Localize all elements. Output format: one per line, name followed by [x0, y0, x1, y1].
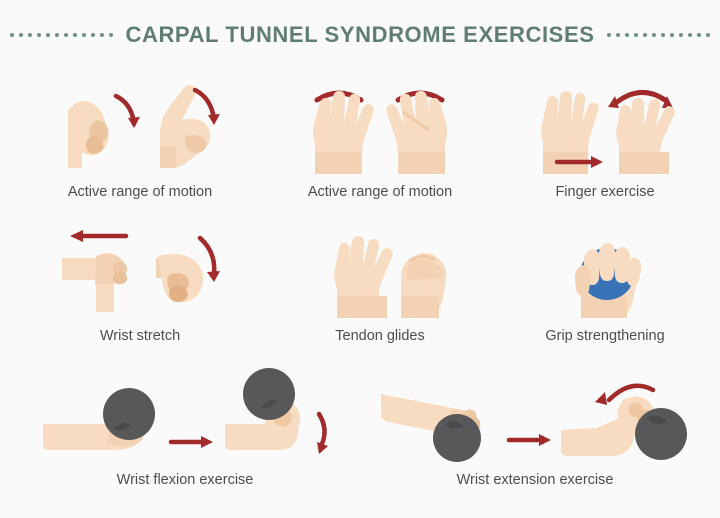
illustration-two-open-hands: [265, 78, 495, 178]
title-dot: [705, 33, 710, 37]
exercise-label: Active range of motion: [67, 184, 213, 200]
red-arc-right-hand: [608, 90, 673, 108]
curved-red-arrow-down: [197, 235, 220, 282]
right-open-hand-shape: [386, 91, 447, 174]
exercise-card-active-range-of-motion-1: Active range of motion: [20, 78, 260, 200]
illustration-wrist-bend: [20, 222, 260, 322]
title-dot: [46, 33, 51, 37]
exercise-label: Finger exercise: [555, 184, 655, 200]
title-dot: [100, 33, 105, 37]
title-dot: [91, 33, 96, 37]
poster-header: CARPAL TUNNEL SYNDROME EXERCISES: [0, 20, 720, 50]
title-dot: [64, 33, 69, 37]
exercise-label: Active range of motion: [307, 184, 453, 200]
curved-red-arrow-right-hand: [192, 87, 220, 125]
page-title: CARPAL TUNNEL SYNDROME EXERCISES: [125, 22, 595, 47]
illustration-open-hand-and-fist: [265, 222, 495, 322]
fist-shape: [401, 252, 447, 318]
right-hand-shape: [160, 84, 211, 169]
illustration-forearm-weight-palm-up: [20, 366, 350, 466]
curved-red-arrow-up: [595, 383, 656, 405]
exercise-label: Wrist extension exercise: [456, 472, 614, 488]
exercise-card-wrist-extension-exercise: Wrist extension exercise: [360, 366, 710, 488]
exercise-card-finger-exercise: Finger exercise: [500, 78, 710, 200]
title-dot: [624, 33, 629, 37]
curved-red-arrow-down: [316, 411, 328, 454]
title-dot: [55, 33, 60, 37]
right-gray-weight: [635, 408, 687, 460]
straight-red-arrow-right: [554, 156, 603, 168]
left-open-hand-shape: [313, 91, 374, 174]
title-dots-left: [10, 33, 114, 37]
exercise-label: Wrist stretch: [99, 328, 181, 344]
exercise-label: Tendon glides: [335, 328, 425, 344]
straight-red-arrow-left: [70, 230, 129, 242]
title-dot: [82, 33, 87, 37]
title-dot: [678, 33, 683, 37]
exercise-label: Grip strengthening: [545, 328, 665, 344]
title-dot: [109, 33, 114, 37]
straight-red-arrow-right: [168, 436, 213, 448]
curved-red-arrow-left-hand: [113, 93, 140, 128]
left-forearm-hand-up: [62, 253, 128, 312]
right-gray-weight: [243, 368, 295, 420]
right-hand-fingers-spread: [616, 98, 675, 174]
exercise-card-wrist-stretch: Wrist stretch: [20, 222, 260, 344]
title-dot: [696, 33, 701, 37]
left-gray-weight: [103, 388, 155, 440]
title-dot: [687, 33, 692, 37]
title-dots-right: [606, 33, 710, 37]
exercise-card-active-range-of-motion-2: Active range of motion: [265, 78, 495, 200]
exercise-card-tendon-glides: Tendon glides: [265, 222, 495, 344]
fingers-over-ball: [574, 243, 642, 296]
title-dot: [615, 33, 620, 37]
illustration-forearm-weight-palm-down: [360, 366, 710, 466]
title-dot: [633, 33, 638, 37]
title-dot: [10, 33, 15, 37]
illustration-hand-gripping-ball: [500, 222, 710, 322]
exercise-card-wrist-flexion-exercise: Wrist flexion exercise: [20, 366, 350, 488]
title-dot: [660, 33, 665, 37]
title-dot: [19, 33, 24, 37]
exercise-label: Wrist flexion exercise: [116, 472, 254, 488]
title-dot: [669, 33, 674, 37]
straight-red-arrow-right: [506, 434, 551, 446]
left-gray-weight: [433, 414, 481, 462]
illustration-fingers-spread: [500, 78, 710, 178]
illustration-hand-flex-extend: [20, 78, 260, 178]
title-dot: [642, 33, 647, 37]
title-dot: [73, 33, 78, 37]
title-dot: [37, 33, 42, 37]
title-dot: [28, 33, 33, 37]
right-forearm-hand-down: [156, 254, 204, 303]
title-dot: [606, 33, 611, 37]
left-hand-shape: [68, 100, 109, 168]
exercise-card-grip-strengthening: Grip strengthening: [500, 222, 710, 344]
title-dot: [651, 33, 656, 37]
open-hand-shape: [334, 236, 393, 318]
